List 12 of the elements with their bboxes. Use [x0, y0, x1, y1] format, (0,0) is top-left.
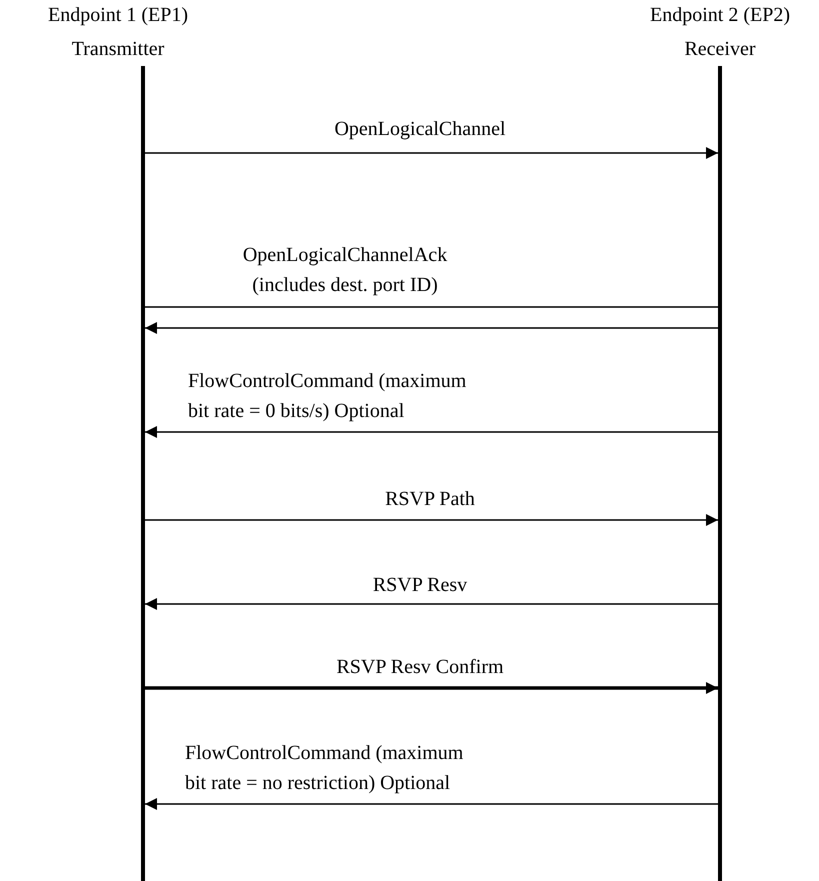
- message-arrow: [145, 322, 718, 334]
- participant-label: Transmitter: [70, 38, 166, 60]
- message-arrow: [145, 514, 718, 526]
- message-arrow: [145, 798, 718, 810]
- line: [145, 306, 718, 308]
- participant-label: Receiver: [683, 38, 757, 60]
- participant-label: Endpoint 1 (EP1): [47, 4, 189, 26]
- message-arrow: [145, 426, 718, 438]
- participant-label: Endpoint 2 (EP2): [649, 4, 791, 26]
- message-arrow: [145, 682, 718, 694]
- message-arrow: [145, 598, 718, 610]
- message-arrow: [145, 147, 718, 159]
